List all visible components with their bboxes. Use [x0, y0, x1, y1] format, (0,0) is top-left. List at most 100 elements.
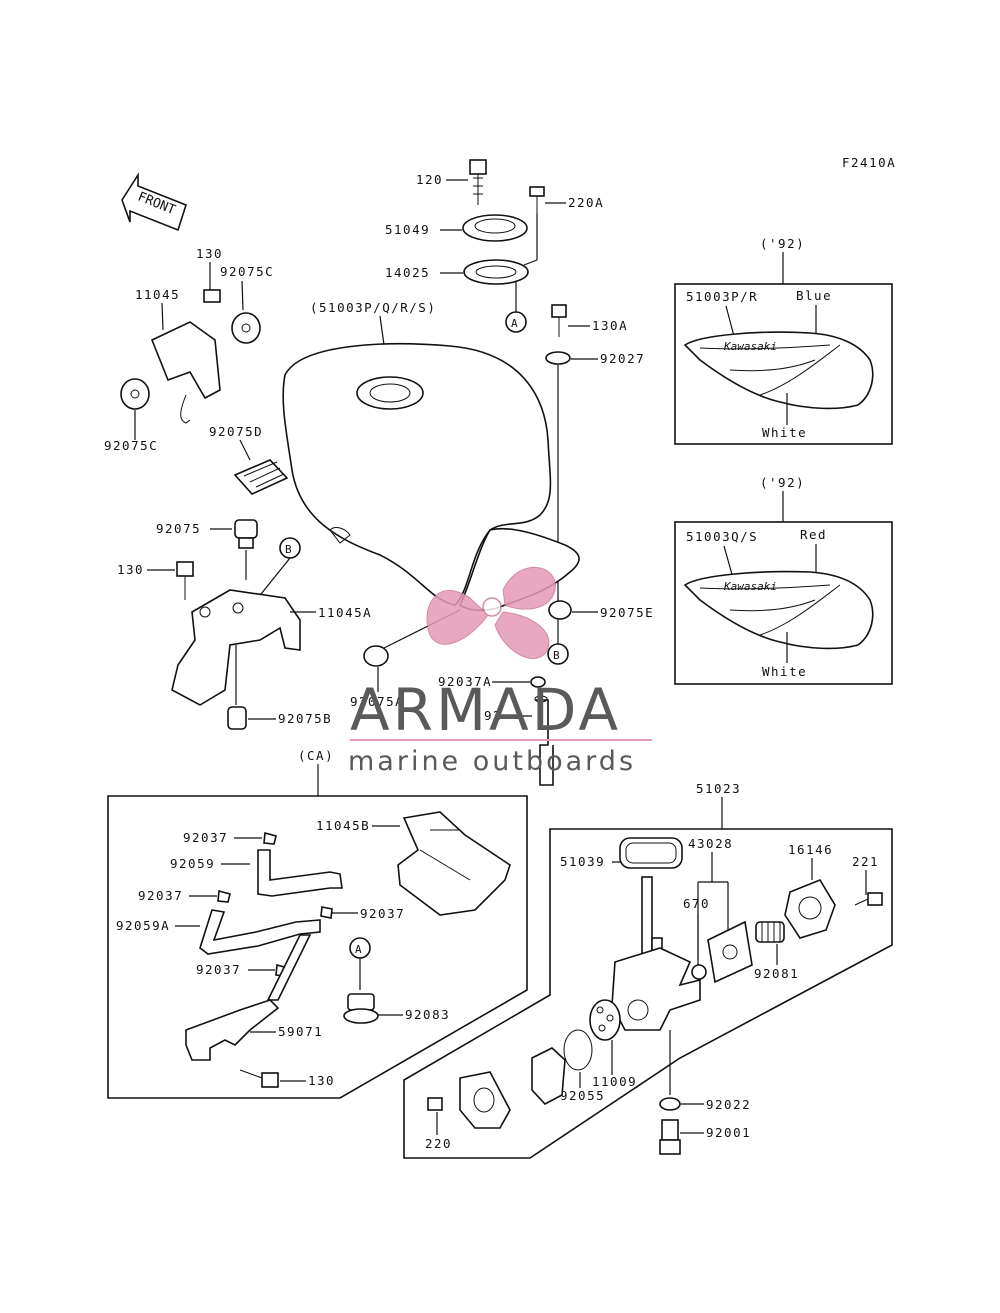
- watermark-subtitle: marine outboards: [348, 746, 636, 777]
- bracket-11045a-icon: [171, 589, 301, 706]
- canister-bracket-59071-icon: [185, 999, 280, 1061]
- callout-92001: 92001: [706, 1125, 751, 1140]
- callout-14025: 14025: [385, 265, 430, 280]
- bolt-92001-icon: [661, 1119, 679, 1141]
- panel-bottom-year: ('92): [760, 475, 805, 490]
- callout-11045b: 11045B: [316, 818, 370, 833]
- damper-92075a-icon: [363, 645, 389, 667]
- fuel-tank: (51003P/Q/R/S): [282, 300, 580, 612]
- ref-mark-a-top: [505, 311, 527, 333]
- spring-92081-icon: [755, 921, 785, 943]
- callout-92055: 92055: [560, 1088, 605, 1103]
- damper-92075c-top-icon: [231, 312, 261, 344]
- callout-92081: 92081: [754, 966, 799, 981]
- callout-92075e: 92075E: [600, 605, 654, 620]
- callout-11045a: 11045A: [318, 605, 372, 620]
- gasket-plate-icon: [459, 1071, 511, 1129]
- figure-code: F2410A: [842, 155, 896, 170]
- callout-51039: 51039: [560, 854, 605, 869]
- callout-92027: 92027: [600, 351, 645, 366]
- callout-220a: 220A: [568, 195, 604, 210]
- panel-top-color2: White: [762, 425, 807, 440]
- callout-92059a: 92059A: [116, 918, 170, 933]
- callout-92075c-top: 92075C: [220, 264, 274, 279]
- ca-evap-group: (CA) 92037 11045B 92059 92037 92037 9205…: [107, 748, 528, 1099]
- bolt-130-mid-icon: [176, 561, 194, 577]
- screw-220-icon: [427, 1097, 443, 1111]
- svg-text:A: A: [511, 317, 518, 330]
- propeller-logo-icon: [426, 566, 556, 659]
- callout-11009: 11009: [592, 1074, 637, 1089]
- panel-top-year: ('92): [760, 236, 805, 251]
- callout-670: 670: [683, 896, 710, 911]
- panel-top-part: 51003P/R: [686, 289, 758, 304]
- bracket-11045-group: 130 92075C 11045 92075C: [104, 246, 274, 453]
- gasket-51039-icon: [619, 837, 683, 869]
- callout-92037-1: 92037: [183, 830, 228, 845]
- grommet-92075-icon: [234, 519, 258, 539]
- hose-92059a-icon: [199, 909, 321, 955]
- bolt-130-top-icon: [203, 289, 221, 303]
- tank-variant-panel-red: ('92) 51003Q/S Red Kawasaki White: [674, 475, 893, 685]
- callout-92037-2: 92037: [138, 888, 183, 903]
- callout-120: 120: [416, 172, 443, 187]
- callout-220: 220: [425, 1136, 452, 1151]
- filter-11009-icon: [589, 999, 621, 1041]
- callout-43028: 43028: [688, 836, 733, 851]
- washer-92022-icon: [659, 1097, 681, 1111]
- ref-mark-b-right: [547, 643, 569, 665]
- fuel-cock-group: 51023 51039 43028 16146 221 670: [403, 781, 893, 1159]
- cap-gasket-icon: [463, 259, 529, 285]
- callout-92037-4: 92037: [196, 962, 241, 977]
- bolt-130-ca-icon: [261, 1072, 279, 1088]
- bolt-120-icon: [469, 159, 487, 175]
- bracket-11045a-group: 92075 B 130 11045A 92075B: [117, 519, 372, 730]
- callout-221: 221: [852, 854, 879, 869]
- bracket-11045-icon: [150, 321, 221, 400]
- grommet-92075b-icon: [227, 706, 247, 730]
- fuel-cock-body-icon: [611, 947, 701, 1031]
- grommet-92027-icon: [545, 351, 571, 365]
- callout-51023: 51023: [696, 781, 741, 796]
- callout-92075d: 92075D: [209, 424, 263, 439]
- callout-92022: 92022: [706, 1097, 751, 1112]
- panel-bottom-color1: Red: [800, 527, 827, 542]
- screw-221-icon: [867, 892, 883, 906]
- callout-16146: 16146: [788, 842, 833, 857]
- watermark-title: ARMADA: [350, 676, 621, 744]
- callout-51049: 51049: [385, 222, 430, 237]
- grommet-92075e-icon: [548, 600, 572, 620]
- callout-130-top: 130: [196, 246, 223, 261]
- damper-92075d-group: 92075D: [209, 424, 289, 495]
- panel-top-color1: Blue: [796, 288, 832, 303]
- callout-92059: 92059: [170, 856, 215, 871]
- watermark: ARMADA marine outboards: [348, 566, 652, 777]
- tank-mount-top-right: 130A 92027 B: [545, 304, 645, 665]
- damper-92075c-bottom-icon: [120, 378, 150, 410]
- screw-220a-icon: [529, 186, 545, 197]
- diaphragm-43028-icon: [707, 920, 753, 984]
- lever-icon: [531, 1047, 566, 1105]
- callout-92083: 92083: [405, 1007, 450, 1022]
- panel-bottom-color2: White: [762, 664, 807, 679]
- svg-text:B: B: [553, 649, 560, 662]
- callout-92075: 92075: [156, 521, 201, 536]
- callout-92075c-bottom: 92075C: [104, 438, 158, 453]
- tank-label: (51003P/Q/R/S): [310, 300, 436, 315]
- callout-92037-3: 92037: [360, 906, 405, 921]
- callout-11045: 11045: [135, 287, 180, 302]
- svg-text:B: B: [285, 543, 292, 556]
- panel-bottom-part: 51003Q/S: [686, 529, 758, 544]
- oring-92055-icon: [563, 1029, 593, 1071]
- bracket-11045b-icon: [397, 811, 511, 916]
- svg-text:A: A: [355, 943, 362, 956]
- callout-130-mid: 130: [117, 562, 144, 577]
- ca-group-label: (CA): [298, 748, 334, 763]
- tank-lower-parts: 92075E 92075A 92037A 92: [350, 600, 654, 786]
- panel-top-brand: Kawasaki: [723, 340, 777, 353]
- fuel-cap-group: 120 220A 51049 14025 A: [385, 159, 604, 333]
- callout-59071: 59071: [278, 1024, 323, 1039]
- hose-92059-icon: [257, 849, 343, 897]
- tank-variant-panel-blue: ('92) 51003P/R Blue Kawasaki White: [674, 236, 893, 445]
